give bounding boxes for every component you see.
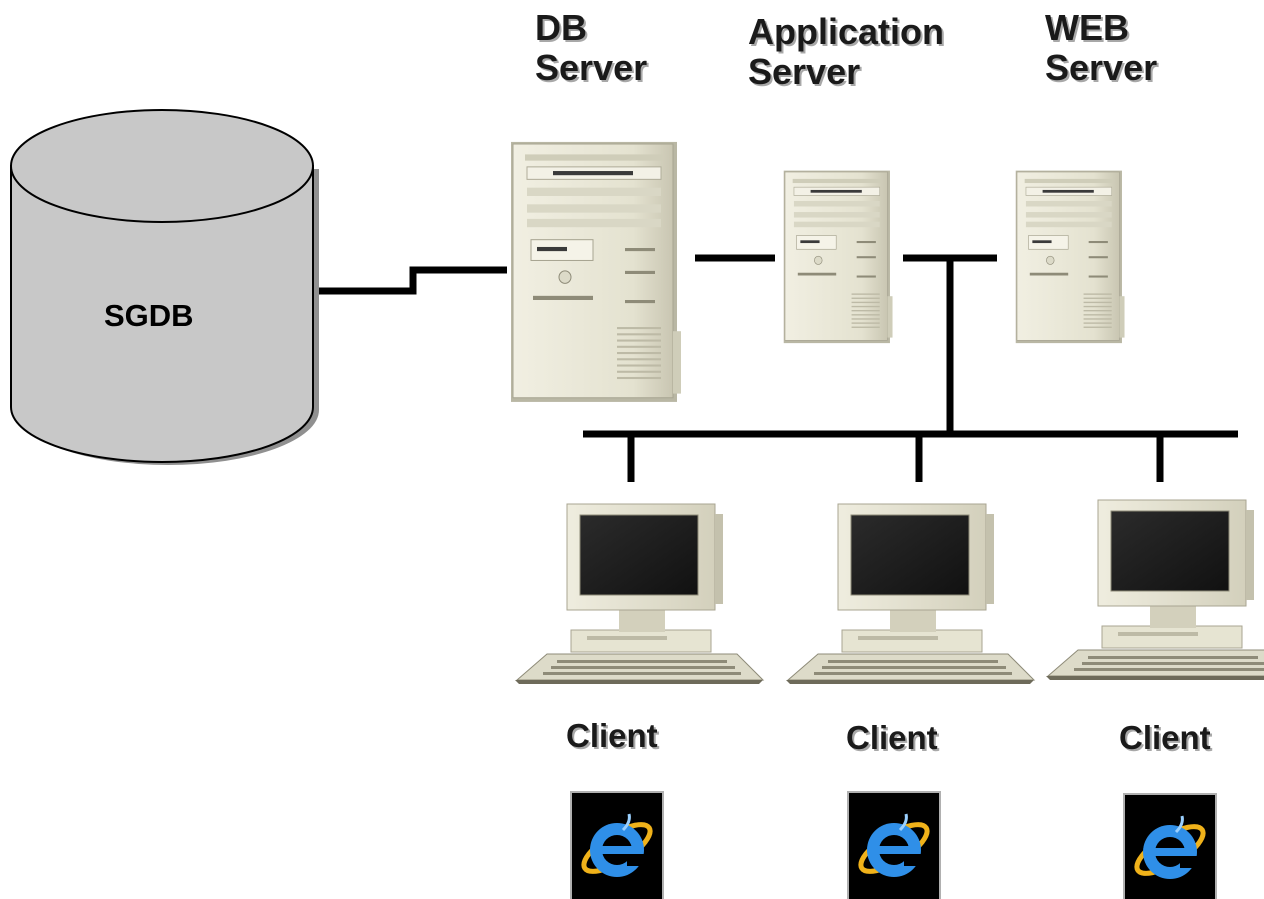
internet-explorer-icon (571, 792, 663, 899)
db-server-computer (510, 141, 682, 403)
application-server-label-line1: Application (748, 11, 944, 52)
web-server-label: WEB Server (1045, 7, 1158, 89)
network-lines (312, 254, 1238, 482)
db-server-label-line2: Server (535, 47, 648, 89)
client-computer-1 (514, 503, 764, 685)
database-label: SGDB (104, 298, 194, 333)
database-cylinder (10, 109, 319, 465)
web-server-label-line1: WEB (1045, 7, 1129, 48)
application-server-label: Application Server (748, 11, 944, 93)
client-computer-2 (785, 503, 1035, 685)
db-server-label-line1: DB (535, 7, 587, 48)
client-label-3: Client (1119, 719, 1211, 756)
db-link-line (312, 266, 507, 295)
client-label-2: Client (846, 719, 938, 756)
client-label-1: Client (566, 717, 658, 754)
client-computer-3 (1045, 499, 1264, 681)
application-server-computer (783, 170, 893, 344)
db-server-label: DB Server (535, 7, 648, 89)
web-server-label-line2: Server (1045, 47, 1158, 89)
web-server-computer (1015, 170, 1125, 344)
internet-explorer-icon (1124, 794, 1216, 899)
application-server-label-line2: Server (748, 51, 861, 93)
internet-explorer-icon (848, 792, 940, 899)
